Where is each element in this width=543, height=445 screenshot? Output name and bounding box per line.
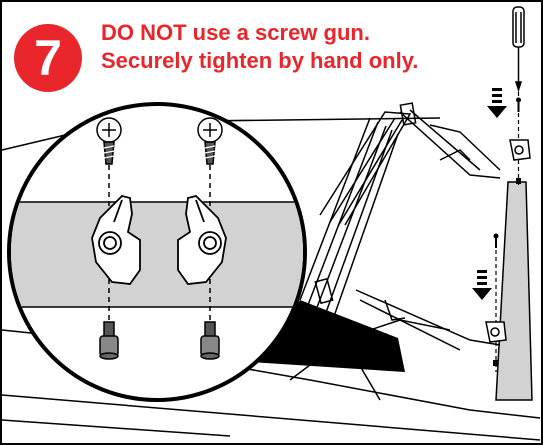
clamp-icon [177, 195, 227, 285]
clamp-icon [91, 195, 141, 285]
step-number: 7 [34, 30, 62, 86]
warning-text-line-1: DO NOT use a screw gun. [101, 20, 370, 45]
tonneau-cover-frame [289, 102, 501, 381]
screwdriver-icon [512, 6, 525, 93]
rail-clamp-upper [509, 139, 531, 161]
screw-icon [96, 117, 122, 165]
screw-icon [197, 117, 223, 165]
bolt-icon [99, 321, 119, 360]
bolt-icon [200, 321, 220, 360]
step-number-badge: 7 [14, 24, 82, 92]
warning-text-line-2: Securely tighten by hand only. [101, 48, 419, 73]
down-arrow-icon [487, 88, 507, 118]
small-screw-icon [493, 97, 521, 366]
rail-clamp-lower [485, 321, 507, 343]
down-arrow-icon [472, 270, 492, 300]
rail-strip [11, 201, 303, 308]
